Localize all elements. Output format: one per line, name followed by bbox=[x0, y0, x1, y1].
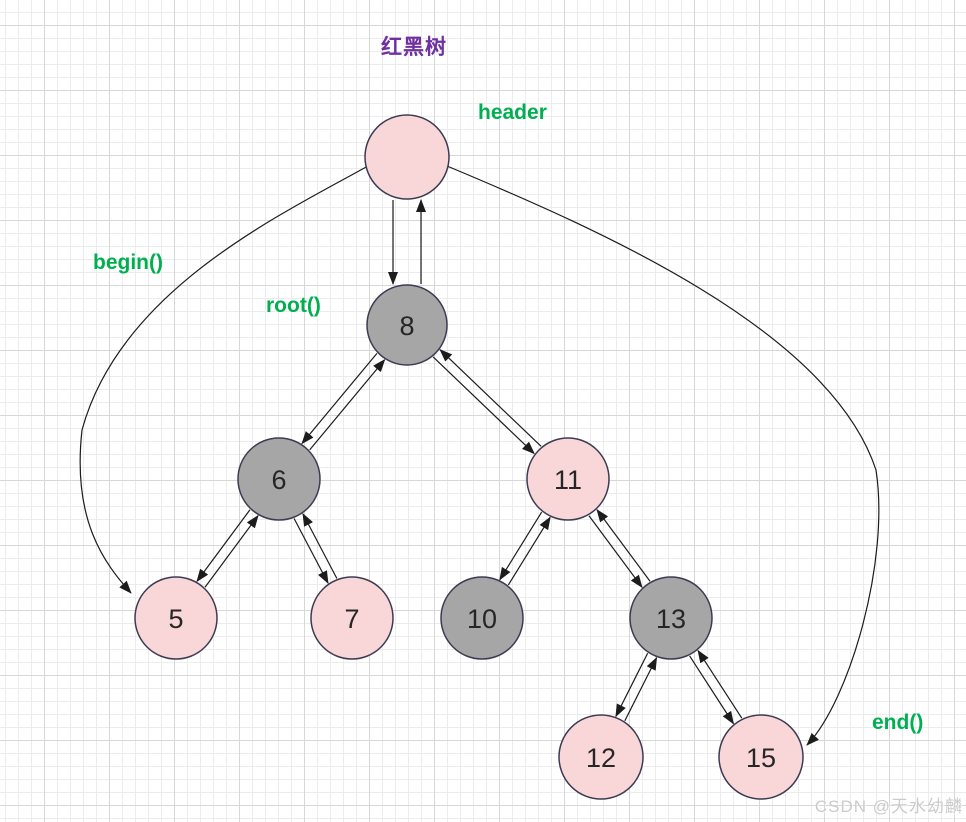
node-circle-n11 bbox=[526, 437, 610, 521]
edge-n6-to-n5 bbox=[196, 509, 251, 583]
nodes-layer: 8 6 11 5 7 10 13 12 15 bbox=[134, 114, 804, 800]
node-value-n5: 5 bbox=[168, 604, 183, 634]
node-value-n11: 11 bbox=[554, 465, 582, 495]
tree-node-n12: 12 bbox=[558, 714, 644, 800]
begin-label: begin() bbox=[93, 251, 163, 274]
tree-node-n13: 13 bbox=[629, 576, 713, 660]
node-circle-n7 bbox=[310, 576, 394, 660]
edge-n11-to-n10 bbox=[499, 511, 543, 581]
node-circle-header bbox=[364, 114, 450, 200]
node-value-n15: 15 bbox=[746, 743, 776, 773]
end-pointer-curve bbox=[446, 165, 880, 746]
tree-node-n8: 8 bbox=[366, 284, 448, 366]
node-circle-n5 bbox=[134, 576, 218, 660]
node-value-n7: 7 bbox=[344, 604, 359, 634]
edge-n15-to-n13 bbox=[697, 649, 743, 719]
edge-n13-to-n12 bbox=[615, 652, 649, 718]
node-value-n8: 8 bbox=[399, 311, 414, 341]
node-value-n13: 13 bbox=[656, 604, 686, 634]
header-label: header bbox=[478, 101, 547, 124]
node-circle-n6 bbox=[237, 437, 321, 521]
tree-node-n11: 11 bbox=[526, 437, 610, 521]
edge-n13-to-n11 bbox=[596, 508, 651, 582]
root-label: root() bbox=[266, 294, 321, 317]
node-circle-n13 bbox=[629, 576, 713, 660]
tree-node-n7: 7 bbox=[310, 576, 394, 660]
tree-node-header bbox=[364, 114, 450, 200]
node-circle-n12 bbox=[558, 714, 644, 800]
begin-pointer-curve bbox=[79, 165, 369, 594]
tree-node-n6: 6 bbox=[237, 437, 321, 521]
edge-n8-to-n6 bbox=[301, 352, 378, 445]
node-value-n10: 10 bbox=[467, 604, 497, 634]
tree-node-n5: 5 bbox=[134, 576, 218, 660]
diagram-title: 红黑树 bbox=[381, 36, 447, 59]
tree-node-n10: 10 bbox=[440, 576, 524, 660]
node-value-n6: 6 bbox=[271, 465, 286, 495]
edge-n13-to-n15 bbox=[689, 655, 734, 725]
edge-n6-to-n7 bbox=[293, 518, 329, 585]
edge-n11-to-n8 bbox=[439, 349, 542, 447]
edge-n7-to-n6 bbox=[302, 512, 338, 579]
edge-n5-to-n6 bbox=[204, 514, 259, 588]
edge-n11-to-n13 bbox=[588, 515, 643, 589]
node-circle-n15 bbox=[718, 714, 804, 800]
edge-n8-to-n11 bbox=[432, 356, 535, 455]
edges-layer bbox=[79, 165, 880, 746]
edge-n6-to-n8 bbox=[309, 358, 386, 451]
end-label: end() bbox=[872, 711, 924, 734]
edge-n12-to-n13 bbox=[624, 656, 658, 722]
watermark: CSDN @天水幼麟 bbox=[814, 797, 963, 816]
edge-n10-to-n11 bbox=[507, 516, 551, 586]
tree-node-n15: 15 bbox=[718, 714, 804, 800]
node-value-n12: 12 bbox=[586, 743, 616, 773]
node-circle-n10 bbox=[440, 576, 524, 660]
node-circle-n8 bbox=[366, 284, 448, 366]
